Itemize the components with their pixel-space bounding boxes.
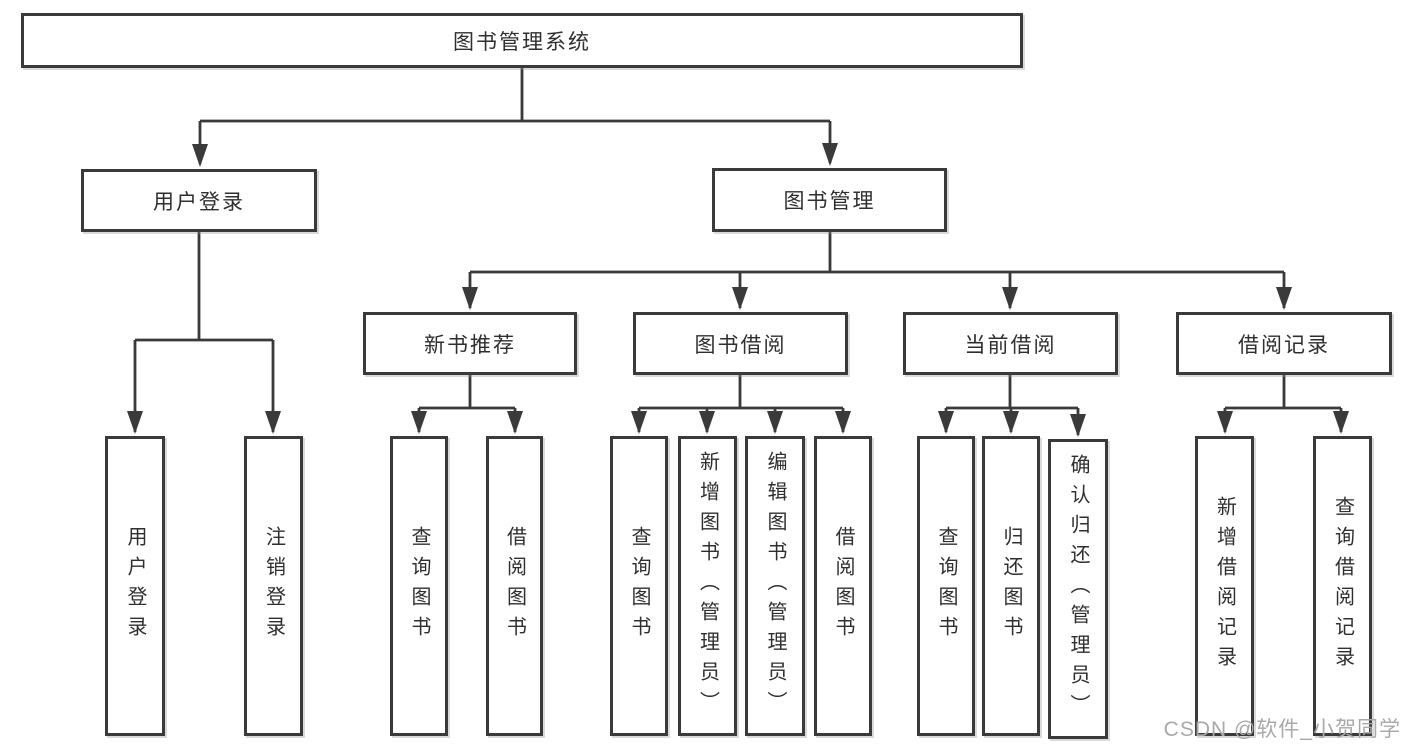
- leaf-borrow-books: 借阅图书: [814, 436, 872, 736]
- edge-currentborrow-to-leaves: [944, 375, 1080, 435]
- edge-borrowrecords-to-leaves: [1223, 375, 1343, 432]
- edge-bookborrow-to-leaves: [637, 375, 845, 432]
- leaf-user-login: 用户登录: [105, 436, 165, 736]
- leaf-add-borrow-record-label: 新增借阅记录: [1213, 496, 1236, 676]
- leaf-query-books-recommendation-label: 查询图书: [408, 526, 430, 646]
- node-current-borrowing: 当前借阅: [903, 312, 1118, 375]
- node-borrowing-records-label: 借阅记录: [1238, 333, 1330, 357]
- leaf-query-books-current-label: 查询图书: [935, 526, 957, 646]
- leaf-add-borrow-record: 新增借阅记录: [1195, 436, 1254, 736]
- leaf-add-books-admin: 新增图书（管理员）: [678, 436, 737, 736]
- leaf-return-books-label: 归还图书: [1000, 526, 1022, 646]
- leaf-confirm-return-admin-label: 确认归还（管理员）: [1067, 454, 1089, 724]
- leaf-query-books-borrowing: 查询图书: [610, 436, 668, 736]
- leaf-edit-books-admin-label: 编辑图书（管理员）: [764, 451, 786, 721]
- leaf-query-books-borrowing-label: 查询图书: [628, 526, 650, 646]
- leaf-query-borrow-record: 查询借阅记录: [1313, 436, 1372, 736]
- leaf-logout-label: 注销登录: [262, 526, 285, 646]
- leaf-add-books-admin-label: 新增图书（管理员）: [696, 451, 719, 721]
- leaf-borrow-books-label: 借阅图书: [832, 526, 854, 646]
- leaf-confirm-return-admin: 确认归还（管理员）: [1048, 439, 1108, 739]
- node-new-book-recommendation-label: 新书推荐: [424, 333, 516, 357]
- leaf-return-books: 归还图书: [982, 436, 1040, 736]
- node-user-login: 用户登录: [81, 169, 317, 232]
- node-book-borrowing-label: 图书借阅: [694, 333, 787, 357]
- edge-bookmgmt-to-level3: [468, 232, 1286, 308]
- node-root-label: 图书管理系统: [453, 30, 591, 54]
- leaf-borrow-books-recommendation: 借阅图书: [486, 436, 543, 736]
- node-current-borrowing-label: 当前借阅: [964, 333, 1057, 357]
- node-user-login-label: 用户登录: [153, 190, 245, 214]
- edge-userlogin-to-leaves: [133, 232, 275, 432]
- node-new-book-recommendation: 新书推荐: [363, 312, 577, 375]
- leaf-borrow-books-recommendation-label: 借阅图书: [503, 526, 526, 646]
- node-borrowing-records: 借阅记录: [1176, 312, 1392, 375]
- csdn-watermark: CSDN @软件_小贺同学: [1163, 718, 1401, 741]
- node-book-management-label: 图书管理: [783, 190, 876, 213]
- leaf-edit-books-admin: 编辑图书（管理员）: [745, 436, 805, 736]
- leaf-query-borrow-record-label: 查询借阅记录: [1331, 496, 1354, 676]
- node-book-management: 图书管理: [712, 168, 947, 232]
- edge-root-to-level2: [198, 68, 832, 164]
- leaf-logout: 注销登录: [244, 436, 303, 736]
- leaf-user-login-label: 用户登录: [124, 526, 146, 646]
- leaf-query-books-recommendation: 查询图书: [390, 436, 448, 736]
- node-book-borrowing: 图书借阅: [633, 312, 848, 375]
- edge-newbookrec-to-leaves: [417, 375, 517, 432]
- leaf-query-books-current: 查询图书: [917, 436, 975, 736]
- node-root: 图书管理系统: [21, 13, 1023, 68]
